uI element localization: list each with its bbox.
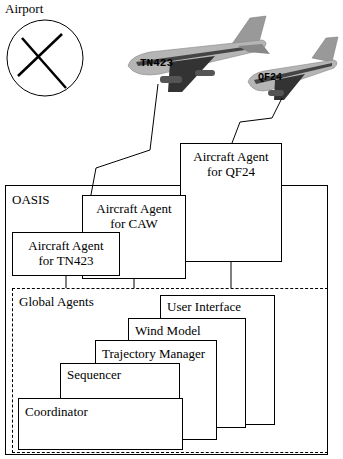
- group-box: Global AgentsCoordinator Sequencer Traject…: [12, 288, 328, 453]
- agent-box: Coordinator: [18, 398, 183, 450]
- connector: [66, 276, 67, 288]
- box-label: Aircraft Agent for QF24: [186, 149, 276, 179]
- flight-label: QF24: [258, 72, 282, 83]
- connector: [134, 279, 135, 288]
- box-label: User Interface: [167, 299, 241, 314]
- airplane: [248, 37, 338, 100]
- agent-box: Aircraft Agent for TN423: [12, 232, 120, 276]
- radio-link: [232, 98, 282, 143]
- airport-circle: [7, 20, 83, 96]
- box-label: Aircraft Agent for CAW: [89, 201, 179, 231]
- box-label: Coordinator: [25, 404, 88, 419]
- box-label: Aircraft Agent for TN423: [21, 238, 111, 268]
- system-box: OASIS Aircraft Agent for TN423 Aircraft Ag…: [5, 185, 328, 455]
- box-label: Global Agents: [19, 294, 94, 309]
- box-label: OASIS: [12, 192, 50, 207]
- box-label: Wind Model: [135, 323, 201, 338]
- place-label: Airport: [5, 2, 43, 16]
- box-label: Sequencer: [67, 367, 121, 382]
- agent-box: Aircraft Agent for QF24: [180, 143, 282, 262]
- box-label: Trajectory Manager: [102, 346, 205, 361]
- runway: [18, 34, 62, 76]
- runway: [22, 38, 66, 88]
- flight-label: TN423: [140, 57, 173, 69]
- connector: [231, 262, 232, 288]
